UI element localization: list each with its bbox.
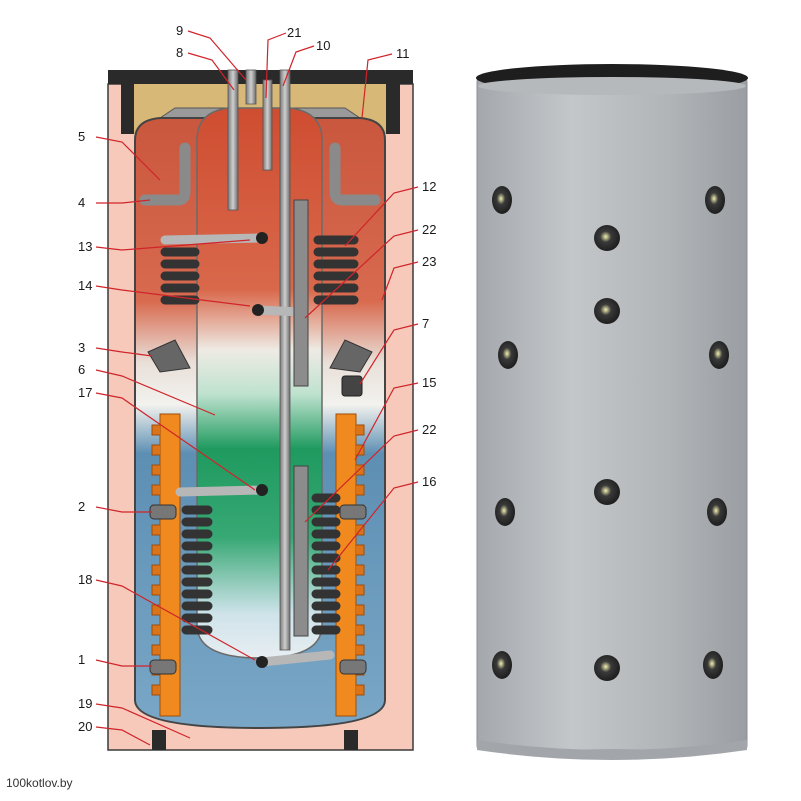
pipe-21 (262, 79, 273, 171)
jacket-bottom (477, 740, 747, 760)
jacket-port-r2 (709, 341, 729, 369)
callout-9: 9 (176, 23, 183, 38)
lower-coil-right (311, 493, 341, 635)
callout-7: 7 (422, 316, 429, 331)
jacket-body (476, 77, 748, 751)
exterior-tank (476, 64, 748, 760)
upper-coil-left (160, 233, 267, 305)
callout-14: 14 (78, 278, 92, 293)
tank-lid (108, 70, 413, 134)
port-17 (256, 484, 268, 496)
heater-left (151, 413, 181, 717)
jacket-port-c3 (594, 479, 620, 505)
jacket-port-l3 (495, 498, 515, 526)
jacket-port-r1 (705, 186, 725, 214)
callout-15: 15 (422, 375, 436, 390)
foot-left (152, 730, 166, 750)
socket-3-left (147, 339, 191, 373)
jacket-port-c4 (594, 655, 620, 681)
jacket-port-l1 (492, 186, 512, 214)
pipe-8 (227, 69, 239, 211)
callout-10: 10 (316, 38, 330, 53)
pipe-4-left (139, 142, 191, 206)
callout-23: 23 (422, 254, 436, 269)
callout-2: 2 (78, 499, 85, 514)
anode-lower (293, 465, 309, 637)
jacket-port-l2 (498, 341, 518, 369)
callout-11: 11 (396, 46, 410, 61)
jacket-port-r4 (703, 651, 723, 679)
callout-16: 16 (422, 474, 436, 489)
socket-3-right (329, 339, 373, 373)
pipe-10 (279, 69, 291, 651)
callout-1: 1 (78, 652, 85, 667)
jacket-port-c2 (594, 298, 620, 324)
callout-8: 8 (176, 45, 183, 60)
lower-coil-left (175, 485, 267, 635)
port-1-left (149, 659, 177, 675)
callout-6: 6 (78, 362, 85, 377)
callout-4: 4 (78, 195, 85, 210)
jacket-port-l4 (492, 651, 512, 679)
heater-right (335, 413, 365, 717)
anode-upper (293, 199, 309, 387)
callout-3: 3 (78, 340, 85, 355)
pipe-4-right (329, 142, 381, 206)
lower-coil-outlet (257, 650, 335, 667)
callout-22b: 22 (422, 422, 436, 437)
watermark: 100kotlov.by (6, 776, 73, 790)
callout-labels: 9 21 8 10 11 5 12 4 22 13 23 14 7 3 6 15… (78, 23, 436, 734)
upper-coil-outlet (253, 305, 305, 317)
callout-17: 17 (78, 385, 92, 400)
callout-20: 20 (78, 719, 92, 734)
callout-19: 19 (78, 696, 92, 711)
foot-right (344, 730, 358, 750)
port-1-right (339, 659, 367, 675)
port-18 (256, 656, 268, 668)
callout-12: 12 (422, 179, 436, 194)
pipe-9 (245, 69, 257, 105)
callout-21: 21 (287, 25, 301, 40)
callout-18: 18 (78, 572, 92, 587)
callout-22a: 22 (422, 222, 436, 237)
socket-7 (341, 375, 363, 397)
upper-coil-right (313, 235, 359, 305)
jacket-top-rim (478, 77, 746, 95)
port-13 (256, 232, 268, 244)
jacket-port-r3 (707, 498, 727, 526)
callout-5: 5 (78, 129, 85, 144)
callout-13: 13 (78, 239, 92, 254)
port-14 (252, 304, 264, 316)
port-2-left (149, 504, 177, 520)
jacket-port-c1 (594, 225, 620, 251)
port-2-right (339, 504, 367, 520)
leader-lines (95, 30, 419, 746)
cutaway-tank (107, 69, 414, 751)
jacket-ports (492, 186, 729, 681)
